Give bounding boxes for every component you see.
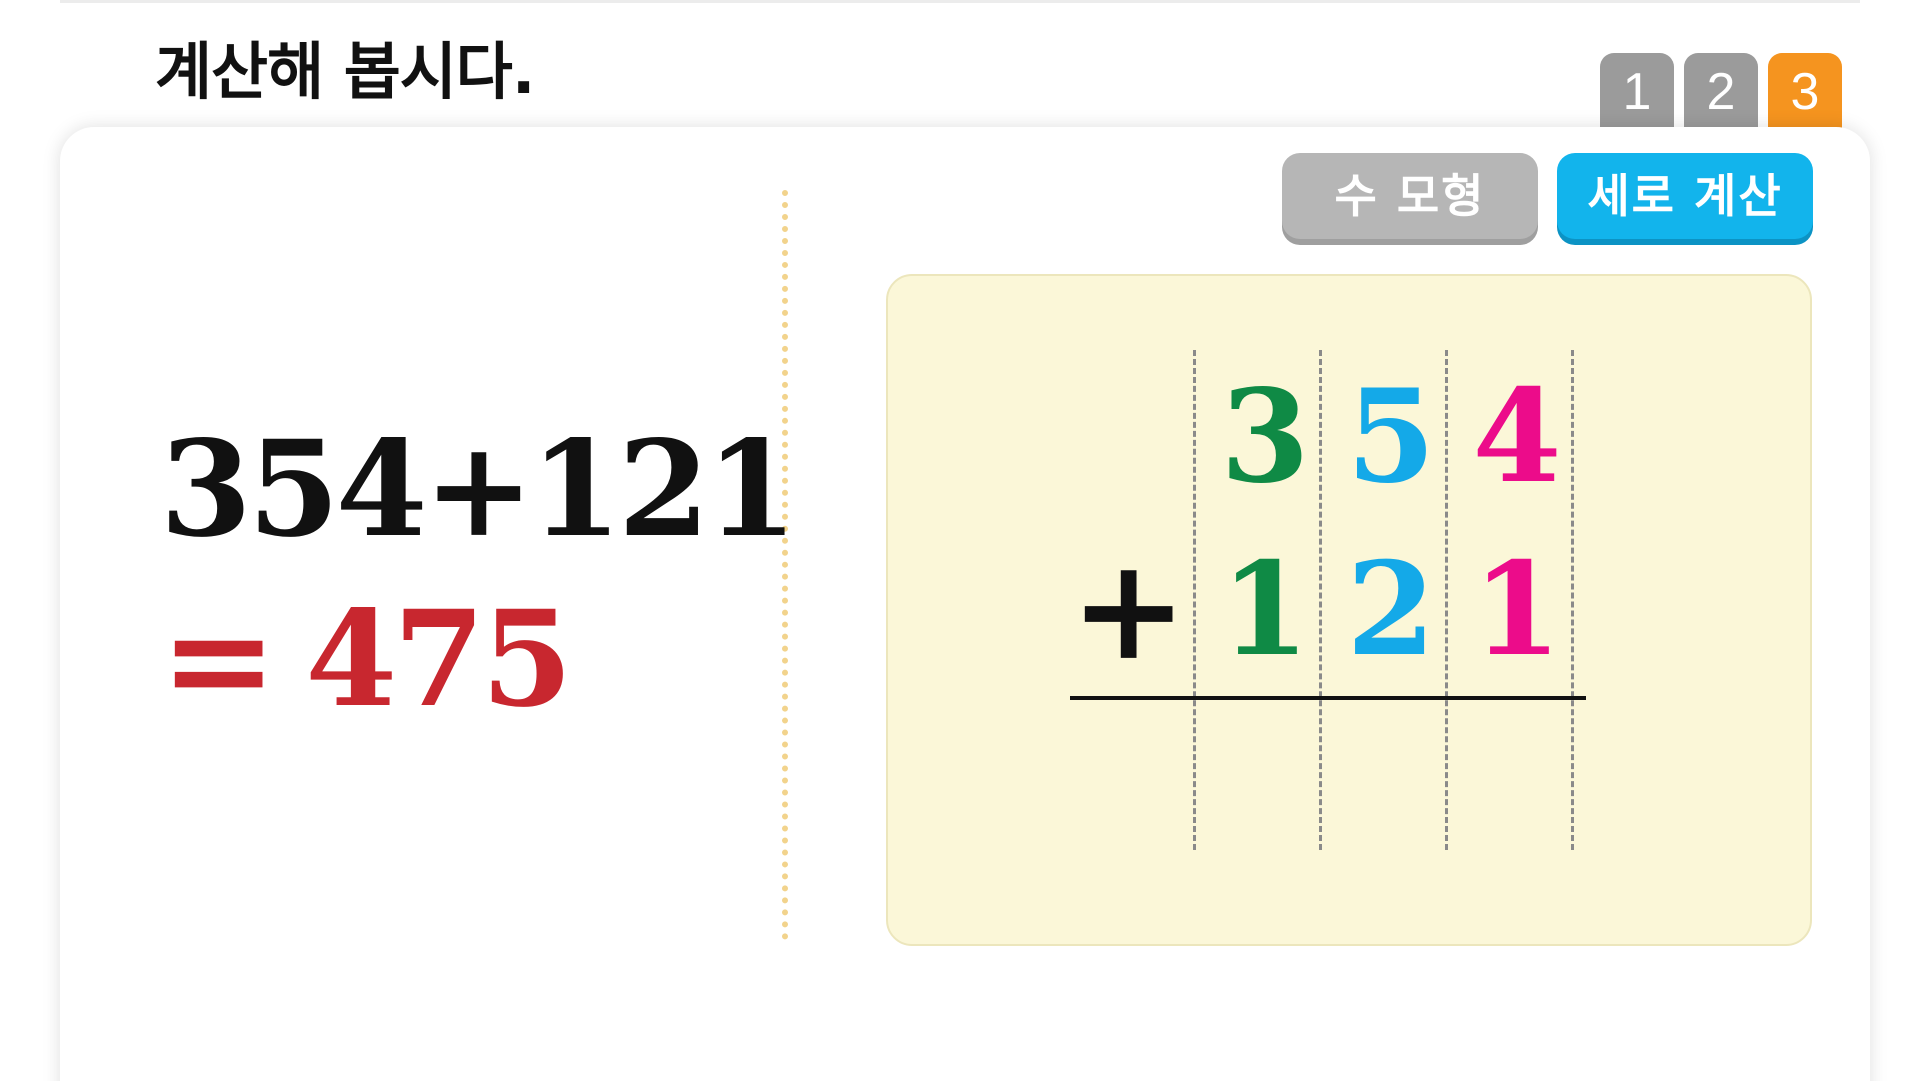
top-digit-hundreds: 3: [1220, 362, 1310, 512]
page-title: 계산해 봅시다.: [155, 35, 535, 108]
dotted-divider: [782, 190, 788, 940]
column-guide-line: [1571, 350, 1574, 850]
column-guide-line: [1319, 350, 1322, 850]
column-guide-line: [1445, 350, 1448, 850]
bottom-digit-hundreds: 1: [1220, 535, 1310, 685]
page-tabs: 1 2 3: [1600, 53, 1842, 138]
bottom-digit-tens: 2: [1346, 535, 1436, 685]
plus-operator: +: [1070, 528, 1188, 692]
page-tab-3[interactable]: 3: [1768, 53, 1842, 138]
sum-line: [1070, 696, 1586, 700]
bottom-digit-ones: 1: [1472, 535, 1562, 685]
answer-value: 475: [305, 582, 573, 737]
top-border: [60, 0, 1860, 3]
equation-expression: 354+121: [160, 412, 798, 567]
equation-answer: = 475: [160, 578, 573, 742]
number-model-button[interactable]: 수 모형: [1282, 153, 1538, 239]
top-digit-ones: 4: [1472, 362, 1562, 512]
top-digit-tens: 5: [1346, 362, 1436, 512]
vertical-calc-button[interactable]: 세로 계산: [1557, 153, 1813, 239]
page-tab-1[interactable]: 1: [1600, 53, 1674, 138]
column-guide-line: [1193, 350, 1196, 850]
equals-sign: =: [160, 578, 278, 742]
page-tab-2[interactable]: 2: [1684, 53, 1758, 138]
vertical-calc-area: [886, 274, 1812, 946]
